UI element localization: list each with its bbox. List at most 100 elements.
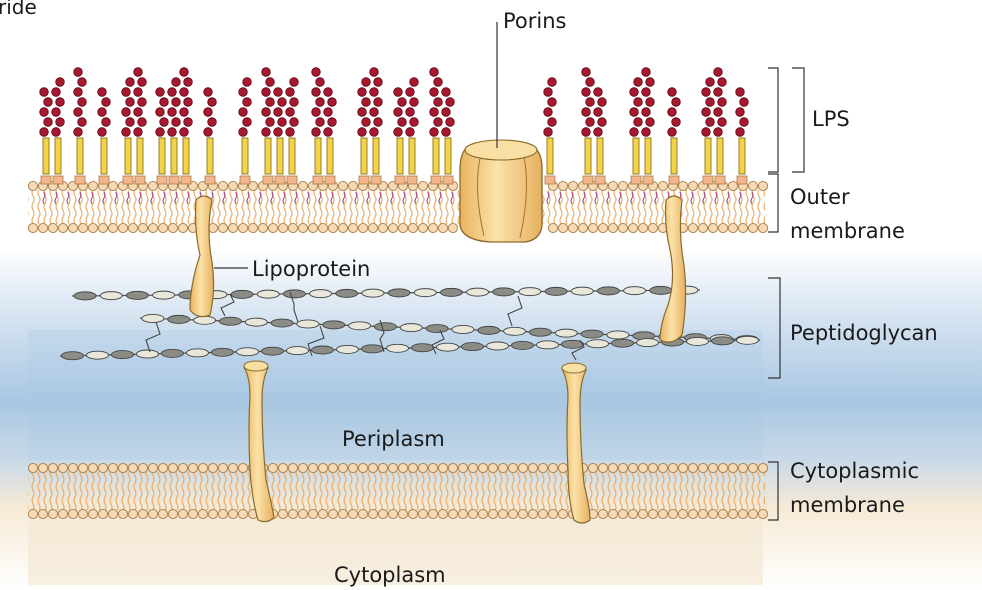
lipid-head bbox=[618, 181, 627, 190]
lipid-head bbox=[98, 463, 107, 472]
porin-protein bbox=[460, 140, 542, 242]
peptidoglycan-label: Peptidoglycan bbox=[790, 321, 938, 345]
lipid-head bbox=[238, 463, 247, 472]
lipid-head bbox=[628, 509, 637, 518]
lipid-head bbox=[658, 463, 667, 472]
lipid-head bbox=[208, 463, 217, 472]
cytoplasm-label: Cytoplasm bbox=[334, 563, 446, 587]
lipid-head bbox=[558, 181, 567, 190]
lipid-head bbox=[538, 463, 547, 472]
lipid-head bbox=[138, 463, 147, 472]
lipid-head bbox=[118, 223, 127, 232]
lipid-head bbox=[448, 509, 457, 518]
lipid-head bbox=[98, 509, 107, 518]
lipid-head bbox=[88, 181, 97, 190]
lipid-head bbox=[308, 223, 317, 232]
lipid-head bbox=[528, 509, 537, 518]
lipid-head bbox=[728, 463, 737, 472]
lipid-head bbox=[408, 223, 417, 232]
lipid-head bbox=[648, 463, 657, 472]
lipid-head bbox=[458, 509, 467, 518]
lipid-head bbox=[398, 463, 407, 472]
lipid-head bbox=[758, 181, 767, 190]
lipid-head bbox=[268, 463, 277, 472]
lipid-head bbox=[758, 509, 767, 518]
lipid-head bbox=[558, 223, 567, 232]
lipid-head bbox=[218, 181, 227, 190]
lipid-head bbox=[148, 509, 157, 518]
lipid-head bbox=[48, 223, 57, 232]
lipid-head bbox=[448, 463, 457, 472]
lipid-head bbox=[618, 509, 627, 518]
lipid-head bbox=[558, 509, 567, 518]
lipid-head bbox=[578, 223, 587, 232]
lipid-head bbox=[148, 223, 157, 232]
lipid-head bbox=[338, 463, 347, 472]
lipid-head bbox=[548, 223, 557, 232]
lipid-head bbox=[718, 463, 727, 472]
lipid-head bbox=[448, 223, 457, 232]
lipid-head bbox=[648, 223, 657, 232]
lipid-head bbox=[328, 223, 337, 232]
lps-label: LPS bbox=[812, 107, 850, 131]
lipid-head bbox=[228, 223, 237, 232]
lipid-head bbox=[168, 463, 177, 472]
lipid-head bbox=[208, 223, 217, 232]
lipid-head bbox=[258, 223, 267, 232]
lipid-head bbox=[728, 509, 737, 518]
lipid-head bbox=[458, 463, 467, 472]
lipid-head bbox=[418, 463, 427, 472]
lipid-head bbox=[28, 463, 37, 472]
outer-membrane-label-line2: membrane bbox=[790, 219, 905, 243]
lipid-head bbox=[398, 223, 407, 232]
lipid-head bbox=[708, 223, 717, 232]
lipid-head bbox=[128, 463, 137, 472]
lipid-head bbox=[678, 509, 687, 518]
lipid-head bbox=[158, 463, 167, 472]
lipid-head bbox=[608, 463, 617, 472]
lipid-head bbox=[78, 509, 87, 518]
lipid-head bbox=[248, 223, 257, 232]
lipid-head bbox=[368, 509, 377, 518]
lipid-head bbox=[348, 223, 357, 232]
lipid-head bbox=[88, 509, 97, 518]
lipid-head bbox=[138, 509, 147, 518]
lipid-head bbox=[748, 181, 757, 190]
lipid-head bbox=[278, 463, 287, 472]
lipid-head bbox=[758, 463, 767, 472]
lipid-head bbox=[278, 223, 287, 232]
lipid-head bbox=[688, 509, 697, 518]
porins-label: Porins bbox=[503, 9, 566, 33]
lipid-head bbox=[188, 509, 197, 518]
lipid-head bbox=[408, 463, 417, 472]
lipid-head bbox=[78, 223, 87, 232]
lipid-head bbox=[158, 509, 167, 518]
lipid-head bbox=[468, 463, 477, 472]
lipid-head bbox=[628, 223, 637, 232]
lipid-head bbox=[348, 181, 357, 190]
lipid-head bbox=[198, 509, 207, 518]
lipid-head bbox=[368, 223, 377, 232]
lipid-head bbox=[658, 181, 667, 190]
lipid-head bbox=[668, 509, 677, 518]
lipid-head bbox=[288, 509, 297, 518]
lipid-head bbox=[88, 463, 97, 472]
lipid-head bbox=[298, 463, 307, 472]
lipid-head bbox=[598, 223, 607, 232]
lipid-head bbox=[588, 223, 597, 232]
lipid-head bbox=[728, 181, 737, 190]
lipid-head bbox=[118, 463, 127, 472]
lipid-head bbox=[128, 223, 137, 232]
lipid-tails bbox=[28, 190, 765, 224]
lipid-head bbox=[378, 509, 387, 518]
lipid-head bbox=[608, 509, 617, 518]
lipid-head bbox=[708, 509, 717, 518]
lipid-head bbox=[638, 463, 647, 472]
lipid-head bbox=[598, 463, 607, 472]
lipid-head bbox=[438, 223, 447, 232]
lipid-head bbox=[388, 509, 397, 518]
lipid-head bbox=[178, 223, 187, 232]
lipid-head bbox=[688, 463, 697, 472]
lipid-head bbox=[738, 509, 747, 518]
lipid-head bbox=[418, 181, 427, 190]
